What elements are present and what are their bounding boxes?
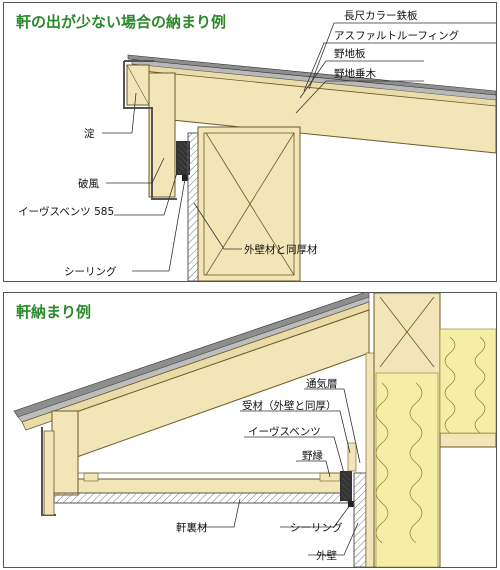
bottom-diagram: 通気層 受材（外壁と同厚） イーヴスベンツ 野縁 軒裏材 シーリング 外壁 bbox=[13, 293, 496, 567]
label-roof-board: 野地板 bbox=[334, 47, 366, 60]
soffit-joist bbox=[77, 478, 347, 494]
label-sealing-bottom: シーリング bbox=[290, 521, 343, 534]
bottom-title: 軒納まり例 bbox=[16, 303, 92, 321]
label-wall-bottom: 外壁 bbox=[316, 549, 337, 562]
label-soffit: 軒裏材 bbox=[176, 521, 208, 534]
top-title: 軒の出が少ない場合の納まり例 bbox=[16, 13, 227, 31]
label-wall-material: 外壁材と同厚材 bbox=[244, 243, 318, 256]
air-layer-strip bbox=[365, 352, 375, 567]
fascia-metal-cap bbox=[123, 60, 177, 200]
label-sealing: シーリング bbox=[64, 265, 117, 278]
label-receiver: 受材（外壁と同厚） bbox=[242, 399, 337, 412]
label-batten: 野地垂木 bbox=[334, 67, 376, 80]
label-edge: 野縁 bbox=[302, 449, 323, 462]
exterior-wall-bottom bbox=[353, 472, 367, 567]
receiver-material bbox=[347, 442, 357, 472]
label-vent: イーヴスベンツ 585 bbox=[18, 205, 114, 218]
wall-post bbox=[197, 126, 301, 281]
ceiling-beam bbox=[439, 432, 496, 448]
top-panel: 軒の出が少ない場合の納まり例 bbox=[3, 2, 497, 282]
label-air-layer: 通気層 bbox=[306, 377, 338, 390]
label-steel: 長尺カラー鉄板 bbox=[344, 9, 418, 22]
bottom-panel: 軒納まり例 bbox=[3, 292, 497, 568]
label-asphalt: アスファルトルーフィング bbox=[334, 29, 460, 42]
fascia-bottom bbox=[51, 410, 79, 496]
label-vent-bottom: イーヴスベンツ bbox=[248, 425, 321, 438]
fascia-board bbox=[148, 72, 176, 198]
roof-insulation bbox=[439, 328, 496, 434]
label-hafu: 破風 bbox=[78, 177, 99, 190]
label-yodo: 淀 bbox=[84, 127, 95, 140]
sealing-bead bbox=[182, 175, 188, 181]
soffit-board bbox=[53, 492, 351, 504]
wall-insulation bbox=[375, 372, 439, 567]
steel-sheet bbox=[127, 54, 496, 96]
top-diagram: 長尺カラー鉄板 アスファルトルーフィング 野地板 野地垂木 淀 破風 イーヴスベ… bbox=[18, 9, 496, 281]
sealing-bottom bbox=[348, 501, 354, 507]
